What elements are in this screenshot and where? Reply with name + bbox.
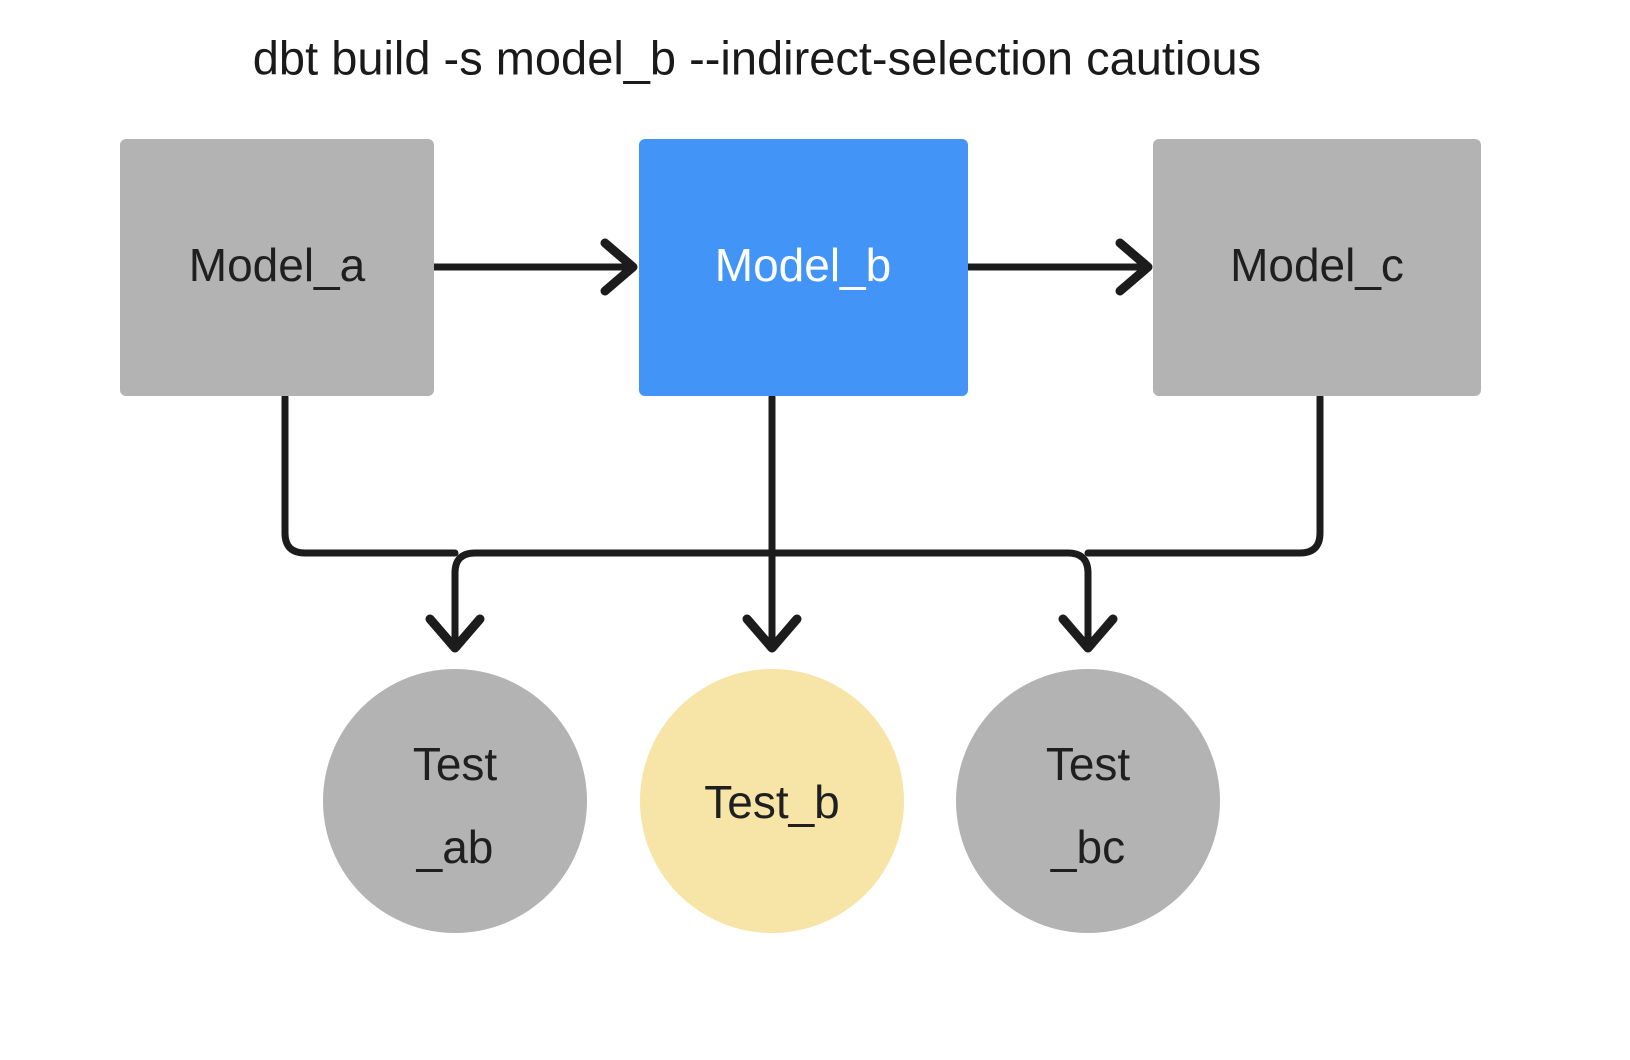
edge-model-c-to-test-bc	[1084, 393, 1324, 557]
edge-model-a-to-model-b	[430, 238, 638, 296]
node-model-b-label: Model_b	[715, 239, 891, 291]
node-test-b-label-line1: Test_b	[704, 776, 840, 828]
node-test-b[interactable]: Test_b	[640, 669, 904, 933]
node-test-bc-label-line1: Test	[1046, 738, 1131, 790]
node-test-ab-label-line2: _ab	[416, 821, 494, 873]
test-node-group: Test _ab Test_b Test _bc	[323, 669, 1220, 933]
edge-model-b-to-model-c	[964, 238, 1153, 296]
node-model-c[interactable]: Model_c	[1153, 139, 1481, 396]
node-test-bc-label-line2: _bc	[1050, 821, 1125, 873]
edge-layer	[281, 238, 1324, 653]
node-model-c-label: Model_c	[1230, 239, 1404, 291]
node-test-bc[interactable]: Test _bc	[956, 669, 1220, 933]
edge-model-b-to-test-ab	[425, 549, 776, 653]
node-model-b[interactable]: Model_b	[639, 139, 968, 396]
node-test-ab-shape[interactable]	[323, 669, 587, 933]
node-model-a[interactable]: Model_a	[120, 139, 434, 396]
edge-model-a-to-test-ab	[281, 393, 459, 557]
node-test-ab[interactable]: Test _ab	[323, 669, 587, 933]
node-model-a-label: Model_a	[189, 239, 366, 291]
node-model-c-shape[interactable]	[1153, 139, 1481, 396]
model-node-group: Model_a Model_b Model_c	[120, 139, 1481, 396]
node-test-bc-shape[interactable]	[956, 669, 1220, 933]
page-title: dbt build -s model_b --indirect-selectio…	[253, 31, 1261, 84]
edge-model-b-to-test-bc	[768, 549, 1118, 653]
edge-model-b-to-test-b	[742, 393, 802, 653]
node-test-b-shape[interactable]	[640, 669, 904, 933]
node-model-a-shape[interactable]	[120, 139, 434, 396]
node-model-b-shape[interactable]	[639, 139, 968, 396]
node-test-ab-label-line1: Test	[413, 738, 498, 790]
